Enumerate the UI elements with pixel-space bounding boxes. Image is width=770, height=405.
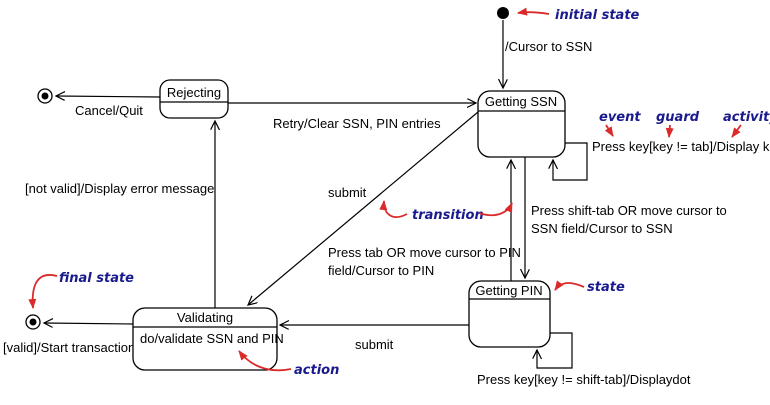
state-getting-pin: Getting PIN bbox=[468, 280, 551, 348]
transition-label-initial: /Cursor to SSN bbox=[505, 39, 592, 54]
state-title-getting-ssn: Getting SSN bbox=[485, 94, 557, 109]
final-state-marker-bottom bbox=[25, 314, 41, 330]
transition-label-to-ssn-line1: Press shift-tab OR move cursor to bbox=[531, 203, 727, 218]
annotation-activity: activity bbox=[723, 110, 770, 125]
transition-label-retry: Retry/Clear SSN, PIN entries bbox=[273, 116, 441, 131]
state-action-validating: do/validate SSN and PIN bbox=[140, 331, 284, 346]
annotation-arrow-initial-state bbox=[517, 7, 550, 16]
transition-label-pin-self: Press key[key != shift-tab]/Displaydot bbox=[477, 372, 691, 387]
transition-label-cancel: Cancel/Quit bbox=[75, 103, 143, 118]
annotation-arrow-transition-right bbox=[478, 202, 513, 217]
annotation-transition: transition bbox=[412, 208, 484, 223]
transition-label-ssn-self: Press key[key != tab]/Display key bbox=[592, 139, 770, 154]
annotation-event: event bbox=[599, 110, 641, 125]
annotation-guard: guard bbox=[656, 110, 700, 125]
state-rejecting: Rejecting bbox=[159, 79, 229, 119]
self-transition-getting-pin bbox=[537, 332, 573, 369]
final-state-marker-top bbox=[37, 88, 53, 104]
annotation-arrow-action bbox=[238, 350, 292, 372]
annotation-arrow-transition-left bbox=[379, 200, 408, 218]
annotation-arrow-event bbox=[604, 124, 614, 137]
transition-validating-to-final bbox=[44, 323, 134, 324]
annotation-state: state bbox=[587, 280, 625, 295]
transition-label-valid: [valid]/Start transaction bbox=[3, 340, 135, 355]
annotation-arrow-guard bbox=[665, 124, 674, 138]
transition-rejecting-to-final bbox=[56, 96, 161, 97]
annotation-final-state: final state bbox=[59, 271, 134, 286]
transition-label-to-ssn-line2: SSN field/Cursor to SSN bbox=[531, 221, 673, 236]
state-title-getting-pin: Getting PIN bbox=[475, 283, 542, 298]
annotation-initial-state: initial state bbox=[555, 8, 640, 23]
transition-label-submit-upper: submit bbox=[328, 185, 367, 200]
transition-getting-ssn-to-validating bbox=[248, 111, 479, 305]
transition-label-to-pin-line1: Press tab OR move cursor to PIN bbox=[328, 245, 521, 260]
transition-label-submit-lower: submit bbox=[355, 337, 394, 352]
annotation-arrow-state bbox=[554, 280, 585, 291]
initial-state-marker bbox=[497, 7, 509, 19]
transition-label-not-valid: [not valid]/Display error message bbox=[25, 181, 214, 196]
state-validating: Validating do/validate SSN and PIN bbox=[132, 307, 284, 371]
transition-label-to-pin-line2: field/Cursor to PIN bbox=[328, 263, 434, 278]
self-transition-getting-ssn bbox=[553, 142, 588, 181]
annotation-arrow-activity bbox=[731, 124, 742, 138]
annotation-action: action bbox=[294, 363, 339, 378]
annotation-arrow-final-state bbox=[28, 274, 58, 309]
state-title-validating: Validating bbox=[177, 310, 233, 325]
state-title-rejecting: Rejecting bbox=[167, 85, 221, 100]
state-getting-ssn: Getting SSN bbox=[477, 90, 566, 158]
